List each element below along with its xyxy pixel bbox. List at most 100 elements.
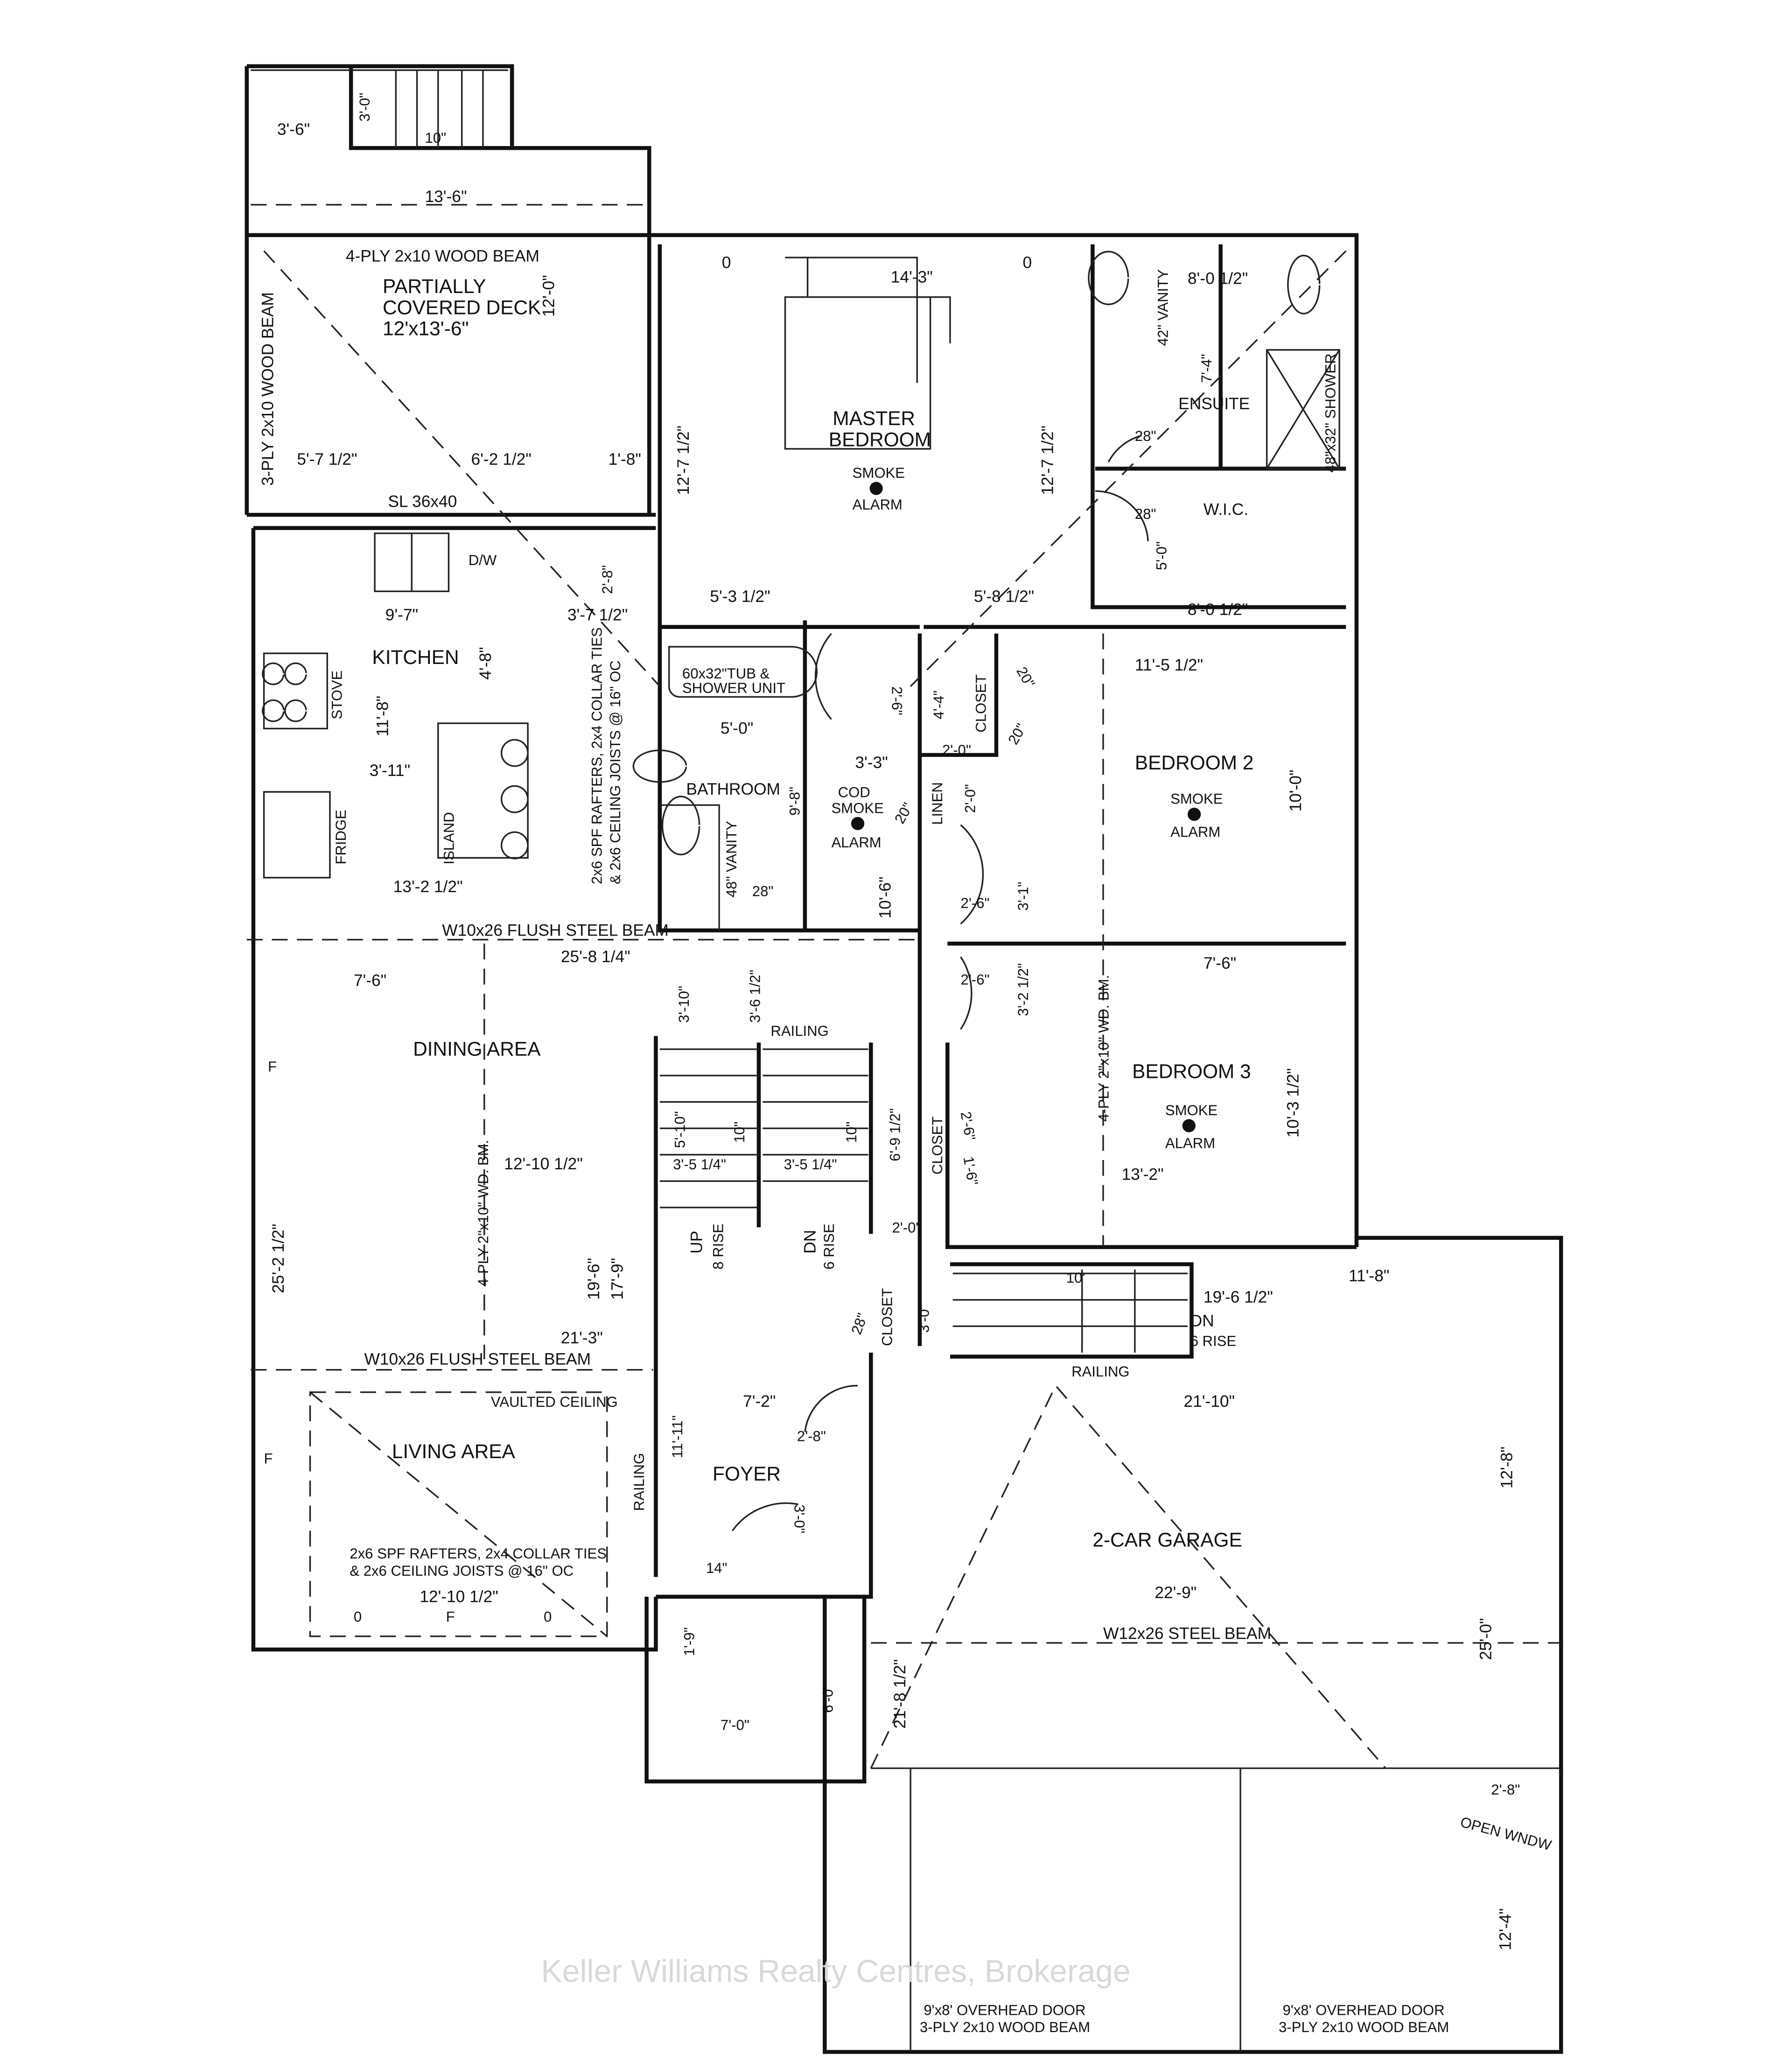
- beam-labels: W10x26 FLUSH STEEL BEAM 25'-8 1/4" 7'-6"…: [354, 921, 829, 1039]
- dim-label: 14": [706, 1560, 728, 1576]
- dim-label: 5'-3 1/2": [710, 587, 770, 606]
- alarm-label: ALARM: [1170, 824, 1220, 840]
- bedroom-3-labels: 7'-6" 4-PLY 2"x10" WD. BM. BEDROOM 3 SMO…: [1095, 954, 1302, 1183]
- dim-label: 19'-6": [585, 1258, 603, 1300]
- dim-label: 3'-11": [370, 762, 410, 780]
- room-title: BEDROOM 3: [1132, 1061, 1251, 1083]
- dim-label: 11'-8": [1349, 1267, 1389, 1285]
- dim-label: 9'-7": [385, 606, 418, 624]
- dim-label: 12'-7 1/2": [1038, 426, 1057, 495]
- dim-label: 21'-10": [1183, 1392, 1235, 1411]
- beam-label: 3-PLY 2x10 WOOD BEAM: [259, 292, 277, 486]
- fridge-label: FRIDGE: [333, 810, 349, 864]
- walls: [245, 64, 1563, 2054]
- closet-label: CLOSET: [929, 1117, 945, 1174]
- tub-label: 60x32"TUB &: [682, 665, 770, 682]
- dim-label: 13'-2 1/2": [393, 878, 463, 896]
- dim-label: 8'-0 1/2": [1188, 601, 1248, 619]
- room-title: 2-CAR GARAGE: [1092, 1529, 1242, 1551]
- dim-label: 5'-7 1/2": [297, 450, 357, 468]
- beam-label: 3-PLY 2x10 WOOD BEAM: [1279, 2019, 1449, 2035]
- beam-label: W10x26 FLUSH STEEL BEAM: [364, 1350, 591, 1368]
- stair-up-label: UP: [687, 1231, 706, 1254]
- room-size: 12'x13'-6": [383, 318, 469, 340]
- door-label: 28": [1135, 506, 1156, 522]
- window-label: 0: [722, 254, 731, 272]
- dim-label: 1'-9": [681, 1627, 697, 1656]
- shower-label: 48"x32" SHOWER: [1323, 353, 1339, 472]
- vaulted-label: VAULTED CEILING: [491, 1394, 618, 1410]
- dim-label: 3'-2 1/2": [1015, 963, 1031, 1016]
- room-title: W.I.C.: [1204, 500, 1248, 518]
- dim-label: 11'-8": [373, 696, 392, 736]
- dim-label: 10'-6": [876, 877, 895, 919]
- f-label: F: [268, 1059, 277, 1075]
- dim-label: 8'-0 1/2": [1188, 269, 1248, 287]
- door-label: 2'-8": [797, 1428, 826, 1444]
- door-label: 2'-8": [599, 565, 616, 594]
- living-labels: W10x26 FLUSH STEEL BEAM 11'-11" VAULTED …: [350, 1350, 686, 1625]
- dim-label: 13'-6": [425, 188, 467, 206]
- alarm-label: ALARM: [853, 496, 903, 513]
- dim-label: 7'-6": [1204, 954, 1236, 972]
- dim-label: 25'-0": [1477, 1618, 1495, 1660]
- dim-label: 7'-4": [1198, 354, 1215, 383]
- dim-label: 3'-0": [357, 93, 373, 122]
- linen-label: LINEN: [929, 782, 945, 825]
- cod-label: COD: [838, 784, 870, 800]
- dim-label: 4'-8": [476, 647, 495, 679]
- room-title: FOYER: [713, 1463, 781, 1485]
- dining-labels: DINING AREA 12'-10 1/2" 4-PLY 2"x10" WD.…: [264, 1038, 627, 1467]
- smoke-alarm-icon: [1187, 808, 1201, 821]
- room-title: PARTIALLY: [383, 275, 486, 297]
- stair-down-label: DN: [801, 1230, 819, 1254]
- dim-label: 21'-8 1/2": [891, 1659, 909, 1729]
- room-title: ENSUITE: [1178, 395, 1250, 413]
- stove-label: STOVE: [329, 671, 345, 720]
- window-label: 0: [544, 1609, 552, 1625]
- note-label: & 2x6 CEILING JOISTS @ 16" OC: [607, 660, 623, 884]
- dim-label: 3'-5 1/4": [784, 1156, 837, 1173]
- f-label: F: [446, 1609, 455, 1625]
- window-dim-label: 2'-8": [1491, 1782, 1520, 1798]
- door-label: 9'x8' OVERHEAD DOOR: [1283, 2002, 1445, 2018]
- door-label: 2'-6": [961, 895, 990, 911]
- dim-label: 2'-0": [892, 1220, 921, 1236]
- smoke-label: SMOKE: [1165, 1102, 1218, 1118]
- stairs-labels: 5'-10" 10" 10" 3'-5 1/4" 3'-5 1/4" UP 8 …: [672, 1108, 981, 1270]
- dim-label: 2'-0": [942, 742, 971, 758]
- dim-label: 12'-4": [1497, 1908, 1515, 1950]
- bedroom-2-labels: 11'-5 1/2" BEDROOM 2 SMOKE ALARM 10'-0": [1135, 656, 1305, 840]
- dim-label: 1'-8": [609, 450, 641, 468]
- rise-label: 8 RISE: [710, 1223, 727, 1270]
- beam-label: 4-PLY 2x10 WOOD BEAM: [346, 247, 539, 265]
- dim-label: 10': [1066, 1270, 1085, 1286]
- room-title: BEDROOM 2: [1135, 752, 1253, 774]
- dim-label: 19'-6 1/2": [1204, 1288, 1273, 1306]
- dim-label: 22'-9": [1155, 1584, 1197, 1602]
- dim-label: 3'-6 1/2": [747, 970, 763, 1023]
- dim-label: 6'-9 1/2": [887, 1108, 903, 1161]
- stair-down-label: DN: [1190, 1312, 1214, 1330]
- dim-label: 6'-0": [819, 1684, 836, 1713]
- rise-label: 6 RISE: [821, 1223, 837, 1270]
- dim-label: 5'-0": [721, 720, 753, 738]
- dim-label: 4'-4": [931, 691, 947, 720]
- dim-label: 3'-6": [277, 120, 310, 139]
- dim-label: 3'-1": [1015, 882, 1031, 911]
- dim-label: 12'-7 1/2": [674, 426, 693, 495]
- room-title: MASTER: [833, 407, 915, 429]
- dim-label: 12'-10 1/2": [420, 1587, 498, 1606]
- door-label: 9'x8' OVERHEAD DOOR: [924, 2002, 1085, 2018]
- room-title: BATHROOM: [686, 780, 780, 798]
- dim-label: 5'-8 1/2": [974, 587, 1034, 606]
- beam-label: 3-PLY 2x10 WOOD BEAM: [920, 2019, 1090, 2035]
- dim-label: 12'-10 1/2": [504, 1155, 583, 1173]
- room-title: DINING AREA: [413, 1038, 541, 1060]
- island-label: ISLAND: [441, 812, 457, 864]
- smoke-label: SMOKE: [1170, 791, 1223, 807]
- dim-label: 3'-0": [916, 1304, 932, 1333]
- railing-label: RAILING: [770, 1023, 828, 1039]
- dim-label: 7'-2": [743, 1392, 776, 1411]
